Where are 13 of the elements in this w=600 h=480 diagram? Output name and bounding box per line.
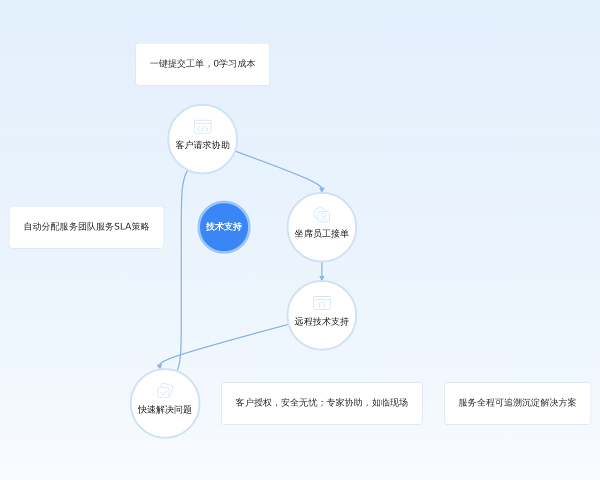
flow-arrow — [319, 261, 325, 281]
callout-text: 一键提交工单，0学习成本 — [150, 57, 256, 71]
callout-text: 自动分配服务团队服务SLA策略 — [23, 220, 150, 234]
step-label: 远程技术支持 — [294, 315, 350, 328]
flow-arrow — [156, 323, 289, 370]
callout-text: 客户授权，安全无忧；专家协助，如临现场 — [236, 396, 408, 410]
step-label: 坐席员工接单 — [294, 227, 350, 240]
hub-label: 技术支持 — [206, 220, 242, 234]
callout-text: 服务全程可追溯沉淀解决方案 — [458, 396, 577, 410]
connector-line — [176, 169, 188, 371]
flow-arrow — [234, 150, 325, 193]
step-label: 客户请求协助 — [175, 138, 230, 152]
step-label: 快速解决问题 — [138, 403, 192, 417]
